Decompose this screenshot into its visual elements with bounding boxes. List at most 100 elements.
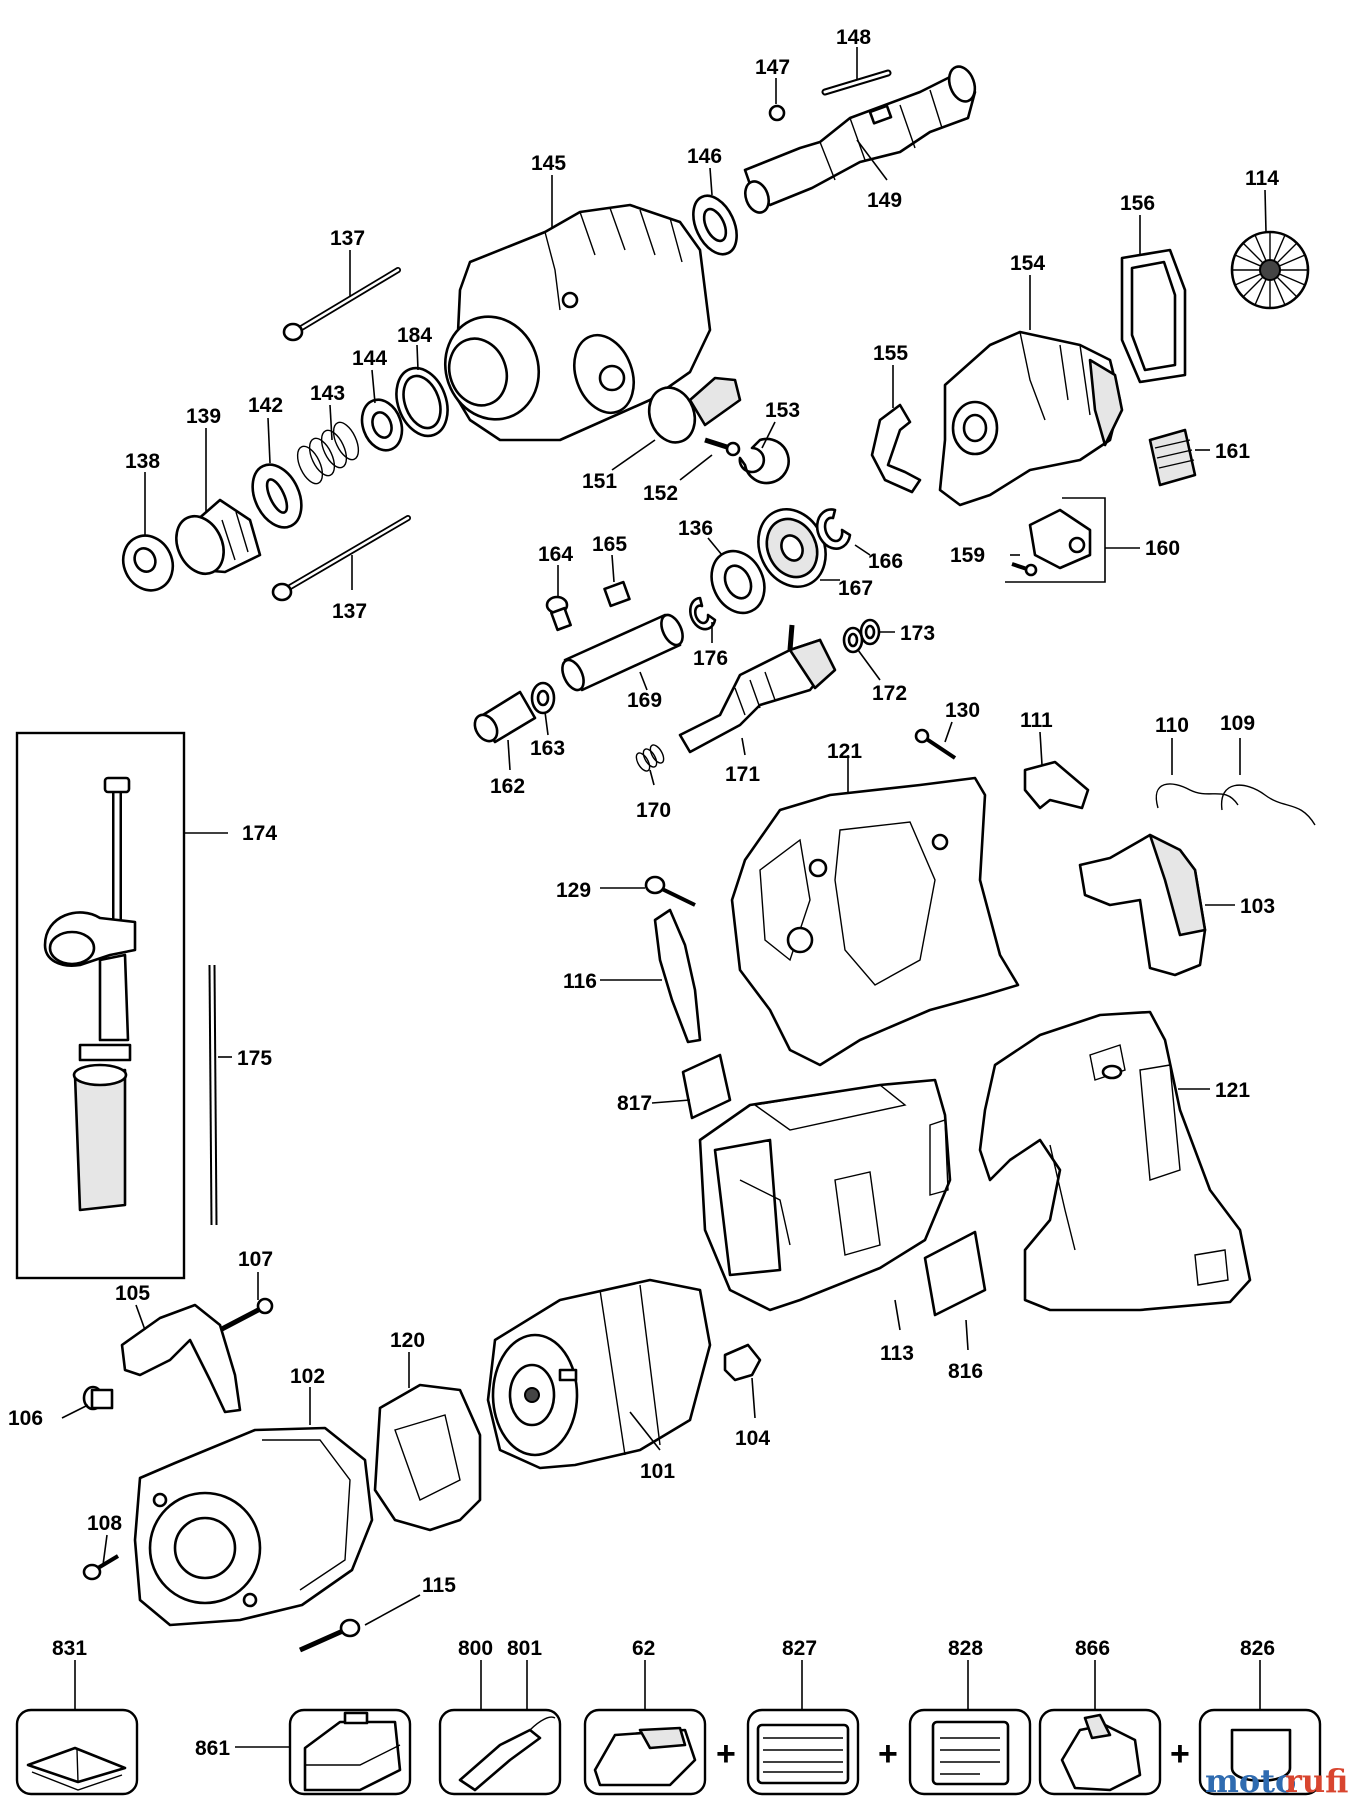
leader-143 bbox=[329, 404, 333, 441]
leader-111 bbox=[1039, 731, 1043, 766]
plus-operator-3: + bbox=[1170, 1735, 1190, 1773]
label-159: 159 bbox=[950, 544, 985, 567]
part-148-pin bbox=[821, 69, 892, 96]
part-866-battery bbox=[1060, 1713, 1142, 1792]
part-142-washer bbox=[251, 463, 303, 529]
leader-169 bbox=[639, 671, 648, 691]
part-111-clip bbox=[1023, 760, 1090, 810]
label-163: 163 bbox=[530, 737, 565, 760]
leader-108 bbox=[102, 1534, 108, 1566]
part-115-screw bbox=[298, 1618, 361, 1653]
part-171-shaft bbox=[678, 624, 837, 754]
label-169: 169 bbox=[627, 689, 662, 712]
label-828: 828 bbox=[948, 1637, 983, 1660]
part-817-label bbox=[681, 1053, 732, 1120]
part-151-lever bbox=[647, 376, 742, 444]
label-154: 154 bbox=[1010, 252, 1045, 275]
part-175-depth-rod bbox=[208, 964, 218, 1226]
label-166: 166 bbox=[868, 550, 903, 573]
label-113: 113 bbox=[880, 1342, 914, 1365]
label-831: 831 bbox=[52, 1637, 87, 1660]
label-861: 861 bbox=[195, 1737, 230, 1760]
label-130: 130 bbox=[945, 699, 980, 722]
label-146: 146 bbox=[687, 145, 722, 168]
label-145: 145 bbox=[531, 152, 566, 175]
label-111: 111 bbox=[1020, 709, 1053, 732]
label-116: 116 bbox=[563, 970, 597, 993]
part-826-tag bbox=[1230, 1728, 1292, 1783]
part-831-manual bbox=[26, 1746, 127, 1791]
label-153: 153 bbox=[765, 399, 800, 422]
leader-171 bbox=[741, 737, 746, 756]
part-162-striker bbox=[473, 690, 537, 744]
leader-105 bbox=[135, 1304, 146, 1331]
leader-151 bbox=[611, 439, 656, 471]
label-152: 152 bbox=[643, 482, 678, 505]
label-827: 827 bbox=[782, 1637, 817, 1660]
leader-106 bbox=[61, 1404, 89, 1419]
label-104: 104 bbox=[735, 1427, 770, 1450]
part-827-label bbox=[756, 1723, 850, 1785]
part-145-gear-housing bbox=[443, 203, 712, 442]
part-129-screw bbox=[644, 875, 696, 907]
part-146-seal bbox=[692, 194, 738, 256]
label-137-upper: 137 bbox=[330, 227, 365, 250]
part-113-housing bbox=[698, 1078, 952, 1312]
part-800-801-accessory bbox=[458, 1716, 556, 1792]
part-144-washer bbox=[360, 398, 404, 452]
leader-142 bbox=[267, 417, 271, 464]
leader-153 bbox=[761, 421, 776, 449]
label-161: 161 bbox=[1215, 440, 1250, 463]
part-121-handle-left bbox=[730, 776, 1020, 1067]
label-155: 155 bbox=[873, 342, 908, 365]
label-801: 801 bbox=[507, 1637, 542, 1660]
part-176-ring bbox=[689, 596, 717, 631]
part-143-spring bbox=[296, 421, 360, 485]
label-171: 171 bbox=[725, 763, 760, 786]
part-62-charger bbox=[593, 1726, 697, 1787]
part-174-side-handle bbox=[43, 776, 137, 1212]
part-102-endcap bbox=[133, 1426, 374, 1627]
part-154-frame bbox=[938, 330, 1124, 507]
part-173-washer bbox=[859, 618, 881, 646]
part-139-collar bbox=[175, 498, 262, 576]
part-816-label bbox=[923, 1230, 987, 1317]
label-826: 826 bbox=[1240, 1637, 1275, 1660]
leader-113 bbox=[894, 1299, 901, 1331]
part-137-bolt-lower bbox=[271, 515, 411, 602]
label-174: 174 bbox=[242, 822, 277, 845]
label-62: 62 bbox=[632, 1637, 655, 1660]
watermark-logo: moto rufi bbox=[1205, 1762, 1348, 1800]
part-130-screw bbox=[914, 728, 957, 760]
label-165: 165 bbox=[592, 533, 627, 556]
label-121-upper: 121 bbox=[827, 740, 862, 763]
leader-115 bbox=[364, 1594, 421, 1626]
label-173: 173 bbox=[900, 622, 935, 645]
part-108-screw bbox=[82, 1554, 120, 1581]
label-156: 156 bbox=[1120, 192, 1155, 215]
label-866: 866 bbox=[1075, 1637, 1110, 1660]
part-149-spindle bbox=[743, 65, 977, 214]
label-816: 816 bbox=[948, 1360, 983, 1383]
label-107: 107 bbox=[238, 1248, 273, 1271]
part-107-screw bbox=[218, 1297, 274, 1333]
leader-184 bbox=[416, 344, 419, 371]
part-116-trigger bbox=[653, 908, 702, 1044]
leader-816 bbox=[965, 1319, 969, 1351]
label-143: 143 bbox=[310, 382, 345, 405]
part-114-fan bbox=[1230, 230, 1310, 310]
part-161-module bbox=[1148, 428, 1197, 487]
leader-163 bbox=[544, 711, 549, 736]
leader-817 bbox=[651, 1099, 691, 1104]
part-104-clip bbox=[723, 1343, 762, 1382]
part-156-gasket bbox=[1120, 248, 1187, 384]
part-136-clutch bbox=[710, 549, 766, 615]
label-110: 110 bbox=[1155, 714, 1189, 737]
part-121-handle-right bbox=[978, 1010, 1252, 1312]
part-159-screw bbox=[1011, 562, 1038, 577]
part-861-case bbox=[303, 1711, 402, 1792]
label-120: 120 bbox=[390, 1329, 425, 1352]
label-137-lower: 137 bbox=[332, 600, 367, 623]
plus-operator-1: + bbox=[716, 1735, 736, 1773]
leader-149 bbox=[856, 139, 888, 181]
